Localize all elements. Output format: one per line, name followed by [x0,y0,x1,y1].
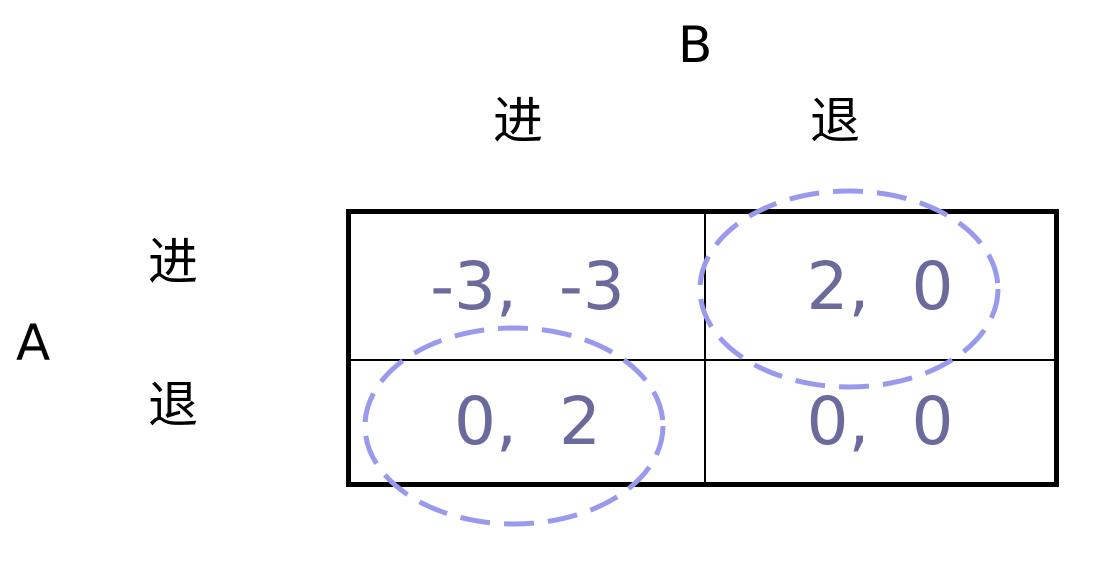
row-strategy-retreat: 退 [148,376,198,434]
row-strategy-advance: 进 [148,233,198,291]
payoff-cell-retreat-retreat: 0, 0 [806,383,954,460]
payoff-matrix: -3, -3 2, 0 0, 2 0, 0 [346,209,1059,487]
payoff-cell-advance-retreat: 2, 0 [706,214,1054,361]
row-player-label: A [16,314,51,372]
column-strategy-retreat: 退 [810,92,860,150]
column-strategy-advance: 进 [493,92,543,150]
column-player-label: B [678,16,713,74]
payoff-cell-advance-advance: -3, -3 [351,214,706,361]
payoff-cell-retreat-advance: 0, 2 [351,361,706,482]
